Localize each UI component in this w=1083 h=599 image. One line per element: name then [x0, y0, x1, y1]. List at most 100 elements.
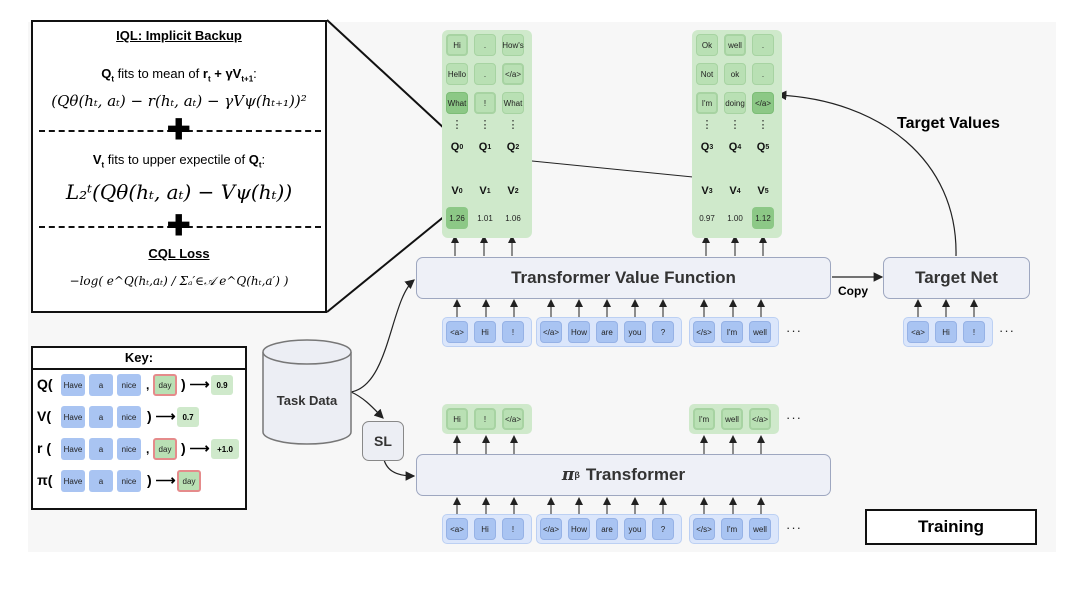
candidate-token: </a>	[502, 63, 524, 85]
input-token: </a>	[540, 518, 562, 540]
input-token: ?	[652, 518, 674, 540]
candidate-token: .	[474, 34, 496, 56]
value-estimate: 1.01	[477, 213, 493, 223]
value-estimate: 1.26	[446, 207, 468, 229]
value-estimate: 1.12	[752, 207, 774, 229]
candidate-token: ok	[724, 63, 746, 85]
candidate-token: .	[752, 34, 774, 56]
plus-icon: ✚	[167, 210, 191, 241]
policy-output-token: </a>	[749, 408, 771, 430]
candidate-token: Ok	[696, 34, 718, 56]
input-token: you	[624, 518, 646, 540]
candidate-token: Not	[696, 63, 718, 85]
key-token: Have	[61, 470, 85, 492]
transformer-value-function: Transformer Value Function	[416, 257, 831, 299]
ellipsis: ···	[786, 410, 802, 425]
q-fit-line: Qt fits to mean of rt + γVt+1:	[101, 66, 257, 84]
vertical-ellipsis: ⋮	[757, 119, 769, 131]
input-token: How	[568, 518, 590, 540]
ellipsis: ···	[786, 323, 802, 338]
comma: ,	[146, 442, 150, 456]
arrow: ) ⟶	[147, 408, 176, 424]
key-token: nice	[117, 470, 141, 492]
candidate-token: .	[752, 63, 774, 85]
target-net: Target Net	[883, 257, 1030, 299]
candidate-token: !	[474, 92, 496, 114]
candidate-token: </a>	[752, 92, 774, 114]
value-estimate: 1.06	[505, 213, 521, 223]
candidate-token: .	[474, 63, 496, 85]
key-value: +1.0	[211, 439, 239, 459]
policy-output-token: </a>	[502, 408, 524, 430]
candidate-token: I'm	[696, 92, 718, 114]
input-token: I'm	[721, 518, 743, 540]
plus-icon: ✚	[167, 114, 191, 145]
vertical-ellipsis: ⋮	[701, 119, 713, 131]
iql-title: IQL: Implicit Backup	[116, 28, 242, 43]
arrow: ) ⟶	[181, 376, 210, 392]
input-token: </a>	[540, 321, 562, 343]
input-token: !	[502, 321, 524, 343]
input-token: !	[502, 518, 524, 540]
vertical-ellipsis: ⋮	[729, 119, 741, 131]
v-loss-formula: L₂ᵗ(Qθ(hₜ, aₜ) − Vψ(hₜ))	[65, 180, 293, 204]
candidate-token: What	[446, 92, 468, 114]
arrow: ) ⟶	[181, 440, 210, 456]
candidate-token: Hello	[446, 63, 468, 85]
key-token: a	[89, 438, 113, 460]
candidate-token: doing	[724, 92, 746, 114]
key-token: Have	[61, 406, 85, 428]
divider	[39, 226, 321, 228]
input-token: </s>	[693, 518, 715, 540]
input-token: Hi	[474, 518, 496, 540]
ellipsis: ···	[786, 520, 802, 535]
key-token: day	[177, 470, 201, 492]
vertical-ellipsis: ⋮	[507, 119, 519, 131]
copy-label: Copy	[838, 284, 868, 298]
task-data-cylinder	[262, 339, 352, 445]
policy-output-token: !	[474, 408, 496, 430]
policy-output-token: Hi	[446, 408, 468, 430]
vertical-ellipsis: ⋮	[479, 119, 491, 131]
candidate-token: What	[502, 92, 524, 114]
key-value: 0.7	[177, 407, 199, 427]
v-fit-line: Vt fits to upper expectile of Qt:	[92, 152, 266, 170]
key-row-label: Q(	[37, 376, 53, 392]
comma: ,	[146, 378, 150, 392]
key-row-label: r (	[37, 440, 51, 456]
candidate-token: well	[724, 34, 746, 56]
key-token: a	[89, 470, 113, 492]
key-title: Key:	[33, 350, 245, 370]
input-token: <a>	[446, 321, 468, 343]
key-token: nice	[117, 406, 141, 428]
policy-output-token: well	[721, 408, 743, 430]
key-token: a	[89, 406, 113, 428]
iql-explanation-panel: IQL: Implicit Backup Qt fits to mean of …	[31, 20, 327, 313]
candidate-token: How's	[502, 34, 524, 56]
input-token: are	[596, 518, 618, 540]
key-row-label: V(	[37, 408, 51, 424]
value-estimate: 1.00	[727, 213, 743, 223]
input-token: <a>	[446, 518, 468, 540]
input-token: Hi	[935, 321, 957, 343]
input-token: ?	[652, 321, 674, 343]
key-token: Have	[61, 374, 85, 396]
input-token: <a>	[907, 321, 929, 343]
input-token: !	[963, 321, 985, 343]
key-token: a	[89, 374, 113, 396]
input-token: How	[568, 321, 590, 343]
candidate-token: Hi	[446, 34, 468, 56]
q-loss-formula: (Qθ(hₜ, aₜ) − r(hₜ, aₜ) − γVψ(hₜ₊₁))²	[51, 92, 307, 110]
